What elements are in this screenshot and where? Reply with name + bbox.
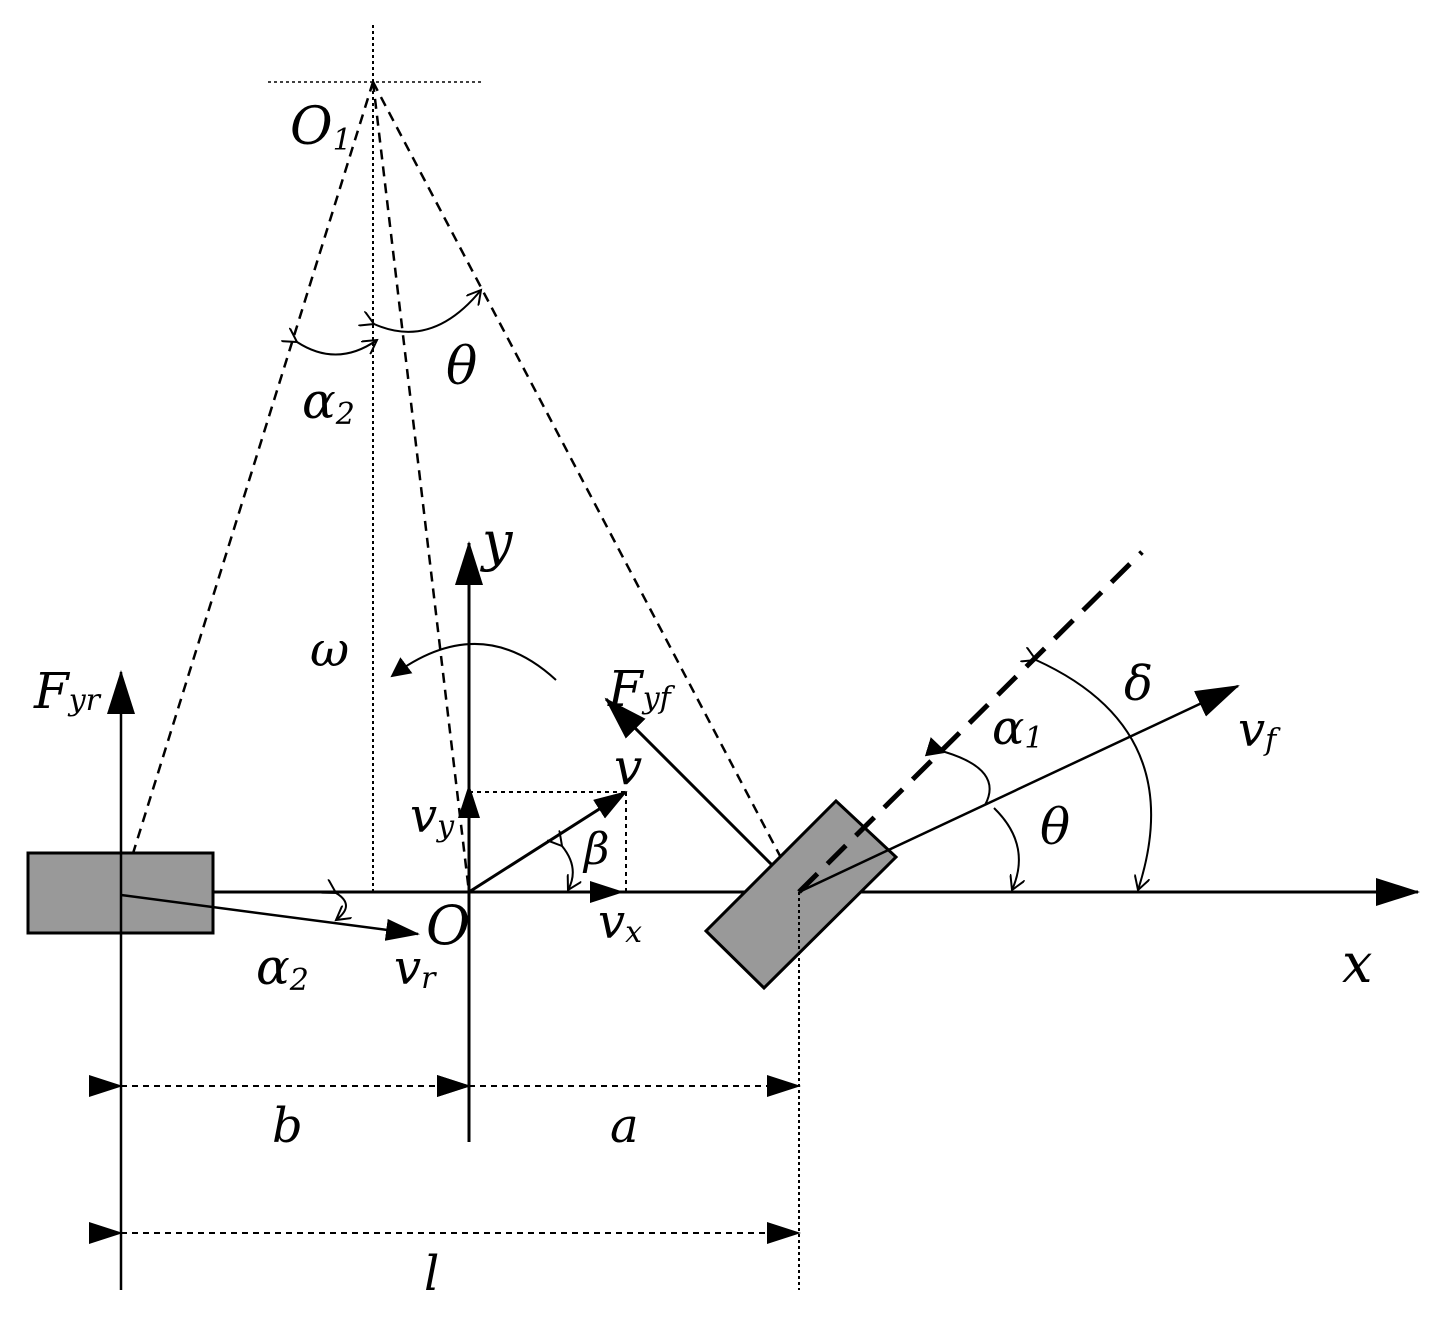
- theta-right-arc: [993, 807, 1019, 890]
- omega-rotation-arc: [390, 643, 557, 681]
- label-o1: O1: [290, 97, 352, 158]
- label-vr: vr: [394, 940, 437, 996]
- label-x-axis: x: [1342, 932, 1372, 995]
- label-dimension-l: l: [424, 1246, 439, 1302]
- label-fyf: Fyf: [607, 660, 676, 718]
- label-alpha2-bottom: α2: [256, 938, 309, 998]
- alpha2-top-arc: [297, 340, 377, 356]
- label-omega: ω: [310, 622, 349, 678]
- label-origin: O: [426, 894, 470, 957]
- theta-top-arc: [374, 290, 481, 333]
- beta-arc: [562, 846, 573, 890]
- label-alpha2-top: α2: [302, 372, 355, 432]
- alpha1-arc: [924, 737, 991, 806]
- delta-arc: [1036, 660, 1152, 890]
- label-vy: vy: [410, 788, 455, 844]
- label-y-axis: y: [480, 510, 514, 573]
- label-v: v: [614, 738, 642, 796]
- label-alpha1: α1: [992, 700, 1044, 756]
- label-theta-top: θ: [446, 337, 477, 397]
- vf-velocity-arrow: [798, 684, 1240, 894]
- label-delta: δ: [1124, 656, 1153, 712]
- vr-velocity-arrow: [120, 893, 420, 941]
- label-beta: β: [582, 824, 609, 875]
- label-fyr: Fyr: [33, 662, 102, 720]
- label-vx: vx: [598, 894, 642, 950]
- label-theta-right: θ: [1040, 798, 1070, 856]
- alpha2-bottom-arc: [336, 893, 346, 920]
- label-dimension-b: b: [272, 1098, 303, 1154]
- label-vf: vf: [1238, 702, 1281, 758]
- front-wheel: [703, 798, 899, 991]
- fyf-force-arrow: [604, 697, 801, 894]
- o1-to-rear-wheel-line: [119, 81, 375, 893]
- front-wheel-heading-line: [797, 550, 1144, 894]
- o1-to-origin-line: [371, 81, 471, 893]
- o1-to-front-wheel-line: [371, 81, 801, 893]
- label-dimension-a: a: [610, 1098, 639, 1154]
